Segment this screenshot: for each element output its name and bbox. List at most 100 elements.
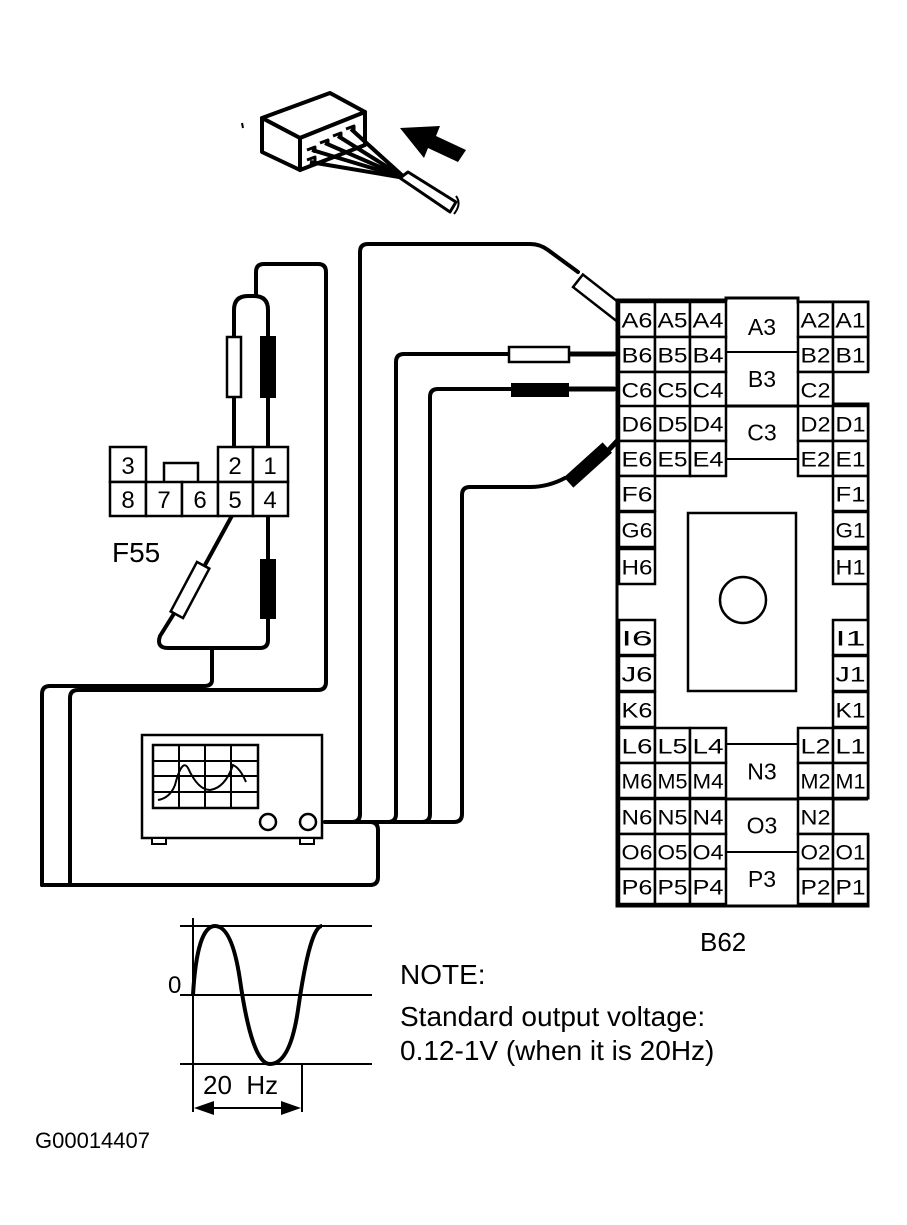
b62-pin-k6: K6 <box>617 690 657 729</box>
b62-pin-p2: P2 <box>796 867 835 906</box>
b62-pin-g1: G1 <box>831 510 870 549</box>
b62-pin-a6: A6 <box>617 300 657 339</box>
b62-pin-a5: A5 <box>653 300 692 339</box>
b62-pin-label: N2 <box>801 807 831 830</box>
b62-pin-o4: O4 <box>688 832 728 871</box>
b62-pin-label: P4 <box>693 877 724 900</box>
b62-pin-d1: D1 <box>831 404 870 443</box>
b62-pin-label: P3 <box>748 866 776 892</box>
period-arrow-left-icon <box>194 1101 214 1115</box>
b62-pin-o6: O6 <box>617 832 657 871</box>
b62-pin-c4: C4 <box>688 370 728 409</box>
b62-pin-h6: H6 <box>617 547 657 586</box>
b62-pin-label: L4 <box>693 736 724 759</box>
b62-pin-o3: O3 <box>747 813 778 839</box>
b62-pin-label: B3 <box>748 366 776 392</box>
b62-pin-label: J6 <box>622 664 653 687</box>
b62-pin-a4: A4 <box>688 300 728 339</box>
b62-pin-label: H1 <box>836 557 866 580</box>
b62-pin-d6: D6 <box>617 404 657 443</box>
b62-pin-p6: P6 <box>617 867 657 906</box>
b62-pin-label: L1 <box>836 736 866 759</box>
backprobe-connector-illustration <box>241 91 460 215</box>
b62-pin-label: C5 <box>658 380 688 403</box>
probe-tip-black-f55-pin1 <box>260 336 276 398</box>
b62-probe-wires <box>323 242 580 824</box>
note-line-1: Standard output voltage: <box>400 1001 705 1032</box>
b62-pin-label: B2 <box>801 345 831 368</box>
b62-pin-b6: B6 <box>617 335 657 374</box>
b62-pin-label: B6 <box>622 345 653 368</box>
b62-pin-l5: L5 <box>653 726 692 765</box>
b62-pin-label: N6 <box>622 807 653 830</box>
b62-pin-label: M5 <box>658 771 688 794</box>
b62-pin-label: C4 <box>693 380 724 403</box>
b62-pin-j1: J1 <box>831 654 870 693</box>
b62-pin-label: A3 <box>748 314 776 340</box>
b62-pin-label: P1 <box>836 877 866 900</box>
oscilloscope-knob <box>258 812 278 832</box>
b62-pin-l1: L1 <box>831 726 870 765</box>
b62-pin-label: C2 <box>801 380 831 403</box>
b62-pin-k1: K1 <box>831 690 870 729</box>
b62-pin-b3: B3 <box>748 366 776 392</box>
insert-direction-arrow-icon <box>400 126 466 162</box>
b62-pin-label: I6 <box>622 628 653 651</box>
oscilloscope <box>140 733 324 845</box>
b62-pin-label: O2 <box>801 842 831 865</box>
b62-pin-i1: I1 <box>831 618 870 657</box>
b62-pin-d2: D2 <box>796 404 835 443</box>
b62-pin-label: L2 <box>801 736 831 759</box>
b62-pin-m2: M2 <box>796 761 835 800</box>
b62-pin-label: E4 <box>693 449 724 472</box>
f55-pin-5: 5 <box>228 487 241 514</box>
b62-pin-o1: O1 <box>831 832 870 871</box>
b62-pin-label: F6 <box>622 484 653 507</box>
b62-pin-label: D2 <box>801 414 831 437</box>
probe-tip-black-b62-c5 <box>563 442 613 488</box>
b62-pin-label: M4 <box>693 771 724 794</box>
b62-pin-label: P6 <box>622 877 653 900</box>
note-title: NOTE: <box>400 959 486 990</box>
b62-pin-label: O3 <box>747 813 778 839</box>
b62-pin-label: C6 <box>622 380 653 403</box>
b62-pin-m1: M1 <box>831 761 870 800</box>
b62-pin-n5: N5 <box>653 797 692 836</box>
b62-pin-p3: P3 <box>748 866 776 892</box>
b62-pin-e4: E4 <box>688 439 728 478</box>
waveform-zero-label: 0 <box>168 972 181 999</box>
b62-pin-label: H6 <box>622 557 653 580</box>
b62-pin-label: F1 <box>836 484 866 507</box>
b62-pin-label: D6 <box>622 414 653 437</box>
b62-pin-label: O1 <box>836 842 866 865</box>
b62-pin-label: B4 <box>693 345 724 368</box>
period-arrow-right-icon <box>281 1101 301 1115</box>
b62-pin-a1: A1 <box>831 300 870 339</box>
f55-pin-7: 7 <box>157 487 170 514</box>
b62-pin-i6: I6 <box>617 618 657 657</box>
connector-f55-label: F55 <box>112 537 160 568</box>
b62-pin-label: N5 <box>658 807 688 830</box>
b62-pin-label: B5 <box>658 345 688 368</box>
b62-pin-l2: L2 <box>796 726 835 765</box>
b62-pin-label: O4 <box>693 842 724 865</box>
figure-id: G00014407 <box>35 1128 150 1153</box>
b62-pin-label: M2 <box>801 771 831 794</box>
b62-pin-o2: O2 <box>796 832 835 871</box>
b62-pin-label: K6 <box>622 700 653 723</box>
b62-pin-label: I1 <box>836 628 866 651</box>
b62-pin-c2: C2 <box>796 370 835 409</box>
b62-pin-o5: O5 <box>653 832 692 871</box>
b62-pin-label: C3 <box>747 420 776 446</box>
f55-pin-4: 4 <box>263 487 276 514</box>
b62-pin-h1: H1 <box>831 547 870 586</box>
b62-pin-g6: G6 <box>617 510 657 549</box>
probe-tip-white-b62-b6 <box>507 345 571 364</box>
probe-tip-white-f55-pin5 <box>168 560 212 620</box>
b62-pin-d4: D4 <box>688 404 728 443</box>
b62-pin-e2: E2 <box>796 439 835 478</box>
b62-pin-e1: E1 <box>831 439 870 478</box>
b62-pin-label: L5 <box>658 736 688 759</box>
